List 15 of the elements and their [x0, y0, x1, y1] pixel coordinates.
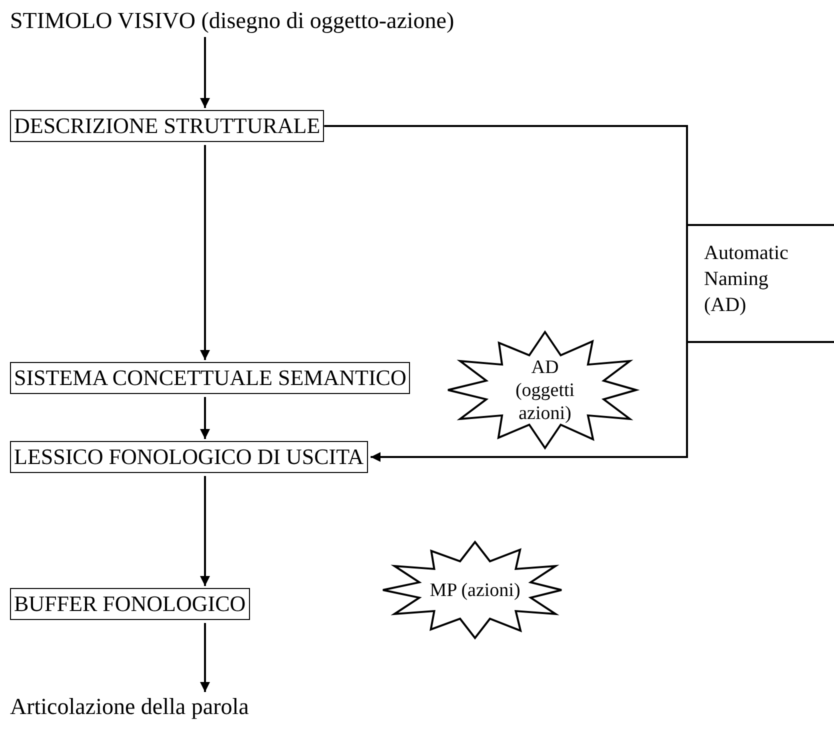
arrow: [200, 145, 210, 360]
box-label: Automatic Naming (AD): [704, 241, 790, 318]
arrow: [200, 397, 210, 439]
box-label: BUFFER FONOLOGICO: [14, 590, 246, 618]
output-label: Articolazione della parola: [10, 694, 249, 720]
route-panel: [686, 224, 834, 343]
box-label: DESCRIZIONE STRUTTURALE: [14, 112, 320, 140]
arrow: [200, 476, 210, 586]
callout-text: AD (oggetti azioni): [514, 356, 576, 424]
stimulus-label: STIMOLO VISIVO (disegno di oggetto-azione): [10, 8, 454, 34]
arrow: [200, 623, 210, 692]
callout-text: MP (azioni): [428, 578, 522, 602]
box-label: LESSICO FONOLOGICO DI USCITA: [14, 443, 364, 471]
box-label: SISTEMA CONCETTUALE SEMANTICO: [14, 364, 406, 392]
arrow: [200, 37, 210, 108]
